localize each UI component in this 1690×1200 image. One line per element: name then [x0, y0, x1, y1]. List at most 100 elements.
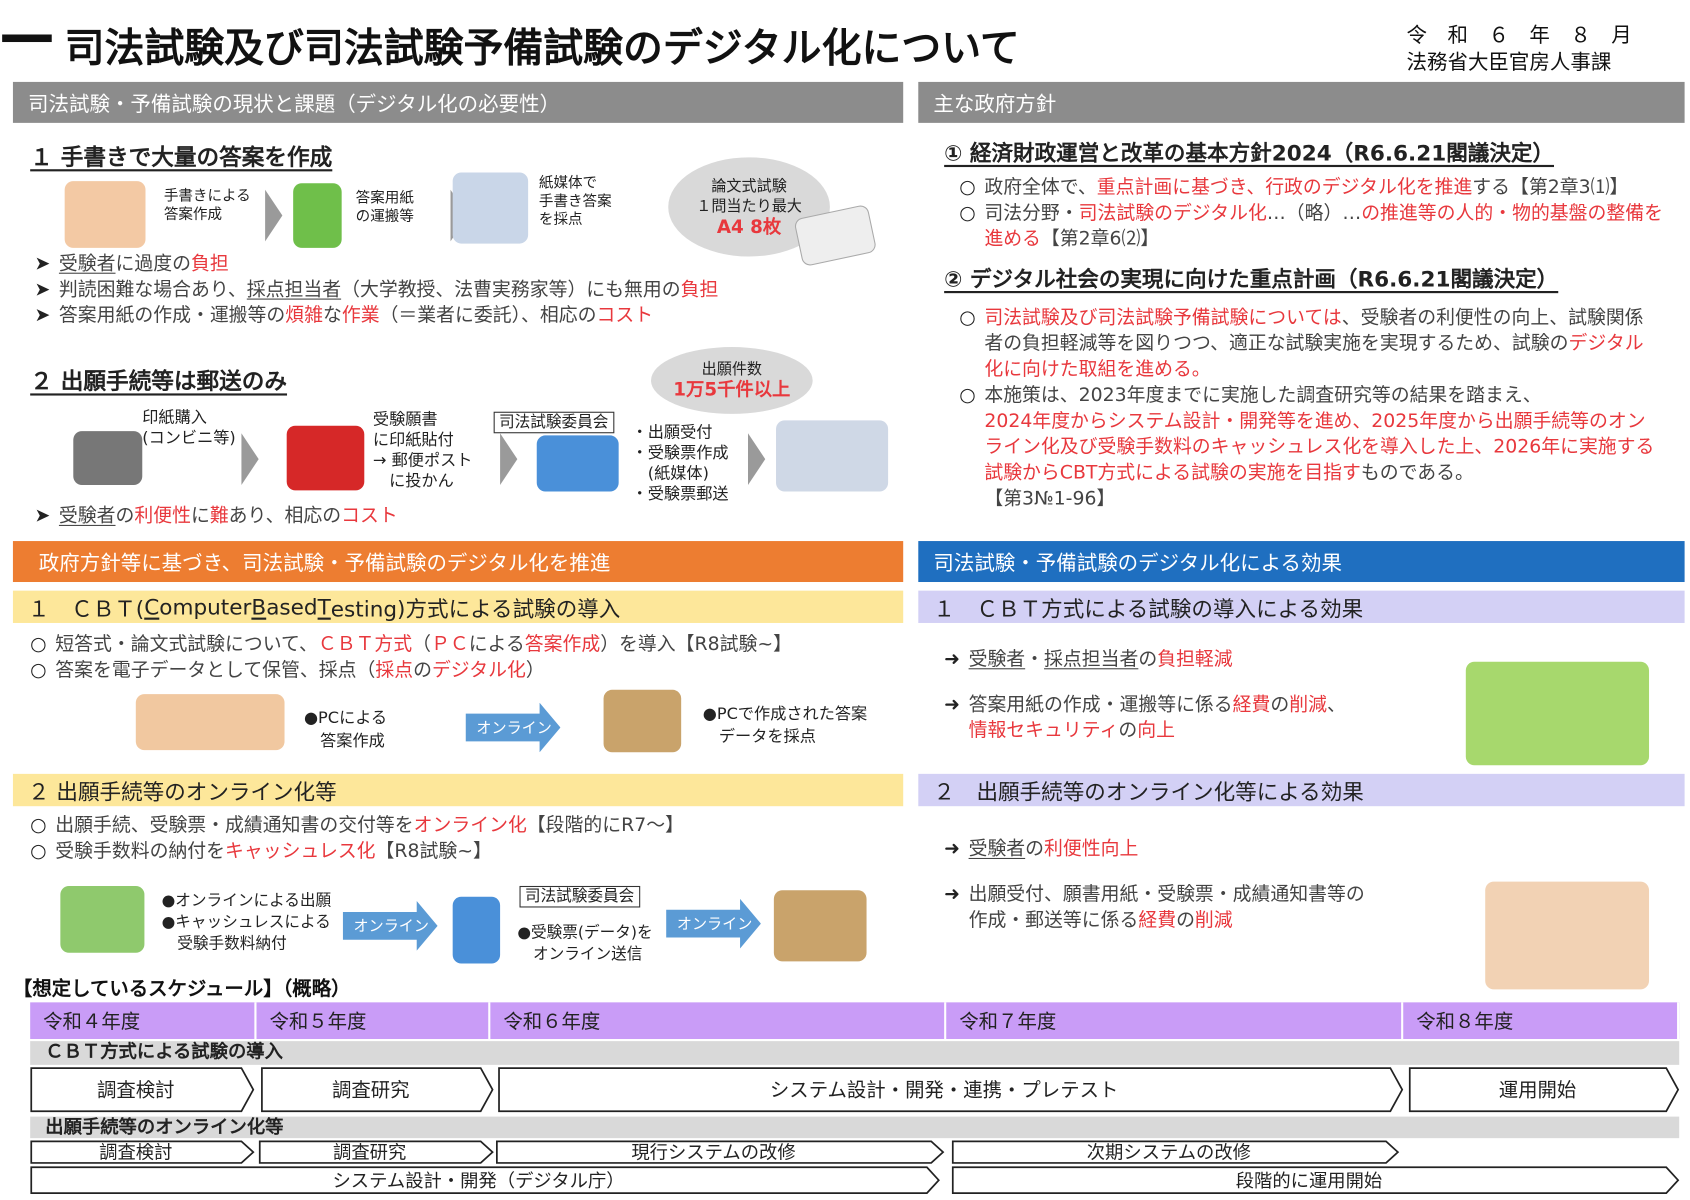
text-segment: 受験者 [58, 505, 116, 528]
arrow-shape [1408, 1067, 1680, 1113]
bullet-icon: ➜ [944, 648, 960, 671]
text-segment: 答案作成 [524, 633, 601, 656]
text-segment: 司法分野・ [984, 202, 1079, 225]
committee-label: 司法試験委員会 [519, 885, 640, 908]
bullet-icon: ○ [959, 176, 976, 199]
list-item: ○司法試験及び司法試験予備試験については、受験者の利便性の向上、試験関係者の負担… [959, 305, 1660, 383]
title-dash [2, 34, 52, 43]
policy1-title: ① 経済財政運営と改革の基本方針2024（R6.6.21閣議決定） [944, 140, 1555, 166]
online-application-text: ●オンラインによる出願 ●キャッシュレスによる 受験手数料納付 [161, 892, 332, 953]
schedule-phase-arrow: 調査研究 [261, 1067, 494, 1113]
bullet-icon: ➜ [944, 838, 960, 861]
bullet-icon: ○ [30, 840, 47, 863]
schedule-phase-arrow: 調査検討 [30, 1067, 255, 1113]
list-item: ➜答案用紙の作成・運搬等に係る経費の削減、 情報セキュリティの向上 [944, 692, 1461, 744]
text-segment: esting)方式による試験の導入 [330, 595, 621, 622]
list-item-text: 短答式・論文式試験について、ＣＢＴ方式（ＰＣによる答案作成）を導入【R8試験~】 [55, 632, 792, 658]
text-segment: コスト [596, 305, 654, 327]
list-item-text: 答案用紙の作成・運搬等の煩雑な作業（＝業者に委託）、相応のコスト [59, 303, 653, 329]
mailbox-illustration [286, 425, 365, 491]
list-item-text: 政府全体で、重点計画に基づき、行政のデジタル化を推進する【第2章3⑴】 [984, 175, 1628, 201]
list-item: ➤答案用紙の作成・運搬等の煩雑な作業（＝業者に委託）、相応のコスト [34, 303, 896, 329]
bullet-icon: ➜ [944, 694, 960, 716]
text-segment: …（略）… [1266, 202, 1362, 225]
phase-label: システム設計・開発・連携・プレテスト [770, 1079, 1118, 1102]
text-segment: 政府全体で、 [984, 176, 1097, 199]
text-segment: 判読困難な場合あり、 [58, 279, 247, 301]
date: 令 和 ６ 年 ８ 月 [1406, 23, 1632, 48]
list-item: ➜出願受付、願書用紙・受験票・成績通知書等の 作成・郵送等に係る経費の削減 [944, 882, 1461, 934]
committee-tasks: ・出願受付 ・受験票作成 (紙媒体) ・受験票郵送 [631, 422, 729, 504]
year-column-header: 令和８年度 [1403, 1002, 1680, 1039]
courier-illustration [293, 183, 342, 248]
text-segment: T [317, 593, 331, 620]
bullet-icon: ○ [959, 307, 976, 329]
bullet-icon: ➤ [34, 279, 51, 301]
bullet-icon: ○ [30, 633, 47, 656]
text-segment: する【第2章3⑴】 [1472, 176, 1629, 199]
flow-step-stamp-purchase: 印紙購入 (コンビニ等) [142, 407, 236, 448]
list-item: ➜受験者・採点担当者の負担軽減 [944, 647, 1461, 673]
list-item: ○出願手続、受験票・成績通知書の交付等をオンライン化【段階的にR7～】 [30, 813, 903, 839]
flow-step-mailing: 受験願書 に印紙貼付 → 郵便ポスト に投かん [372, 409, 473, 491]
phase-label: 段階的に運用開始 [1236, 1171, 1383, 1192]
online-arrow[interactable]: オンライン [342, 901, 438, 951]
house-illustration [776, 420, 889, 492]
text-segment: 出願受付、願書用紙・受験票・成績通知書等の 作成・郵送等に係る [968, 883, 1365, 932]
text-segment: （大学教授、法曹実務家等）にも無用の [341, 279, 681, 301]
text-segment: ＣＢＴ方式 [317, 633, 413, 656]
arrow-shape [498, 1067, 1404, 1113]
list-item-text: 受験者に過度の負担 [59, 251, 229, 277]
bubble-highlight: 1万5千件以上 [673, 379, 791, 401]
online-applicant-illustration [60, 885, 145, 953]
online-arrow[interactable]: オンライン [465, 702, 561, 753]
text-segment: 採点担当者 [246, 279, 342, 301]
text-segment: 難 [209, 505, 229, 528]
page-title: 司法試験及び司法試験予備試験のデジタル化について [64, 24, 1020, 72]
year-column-header: 令和７年度 [946, 1002, 1404, 1039]
current-issues-header: 司法試験・予備試験の現状と課題（デジタル化の必要性） [12, 81, 904, 123]
committee-label: 司法試験委員会 [493, 411, 614, 434]
online-arrow[interactable]: オンライン [666, 898, 761, 949]
schedule-phase-arrow: 段階的に運用開始 [951, 1166, 1680, 1194]
phase-label: 現行システムの改修 [631, 1143, 795, 1164]
people-with-laptops-illustration [1485, 881, 1650, 990]
bullet-icon: ➜ [944, 883, 960, 906]
schedule-phase-arrow: システム設計・開発・連携・プレテスト [498, 1067, 1404, 1113]
list-item: ○ 短答式・論文式試験について、ＣＢＴ方式（ＰＣによる答案作成）を導入【R8試験~… [30, 632, 903, 658]
schedule-phase-arrow: 調査研究 [258, 1140, 494, 1164]
cbt-schedule-group: ＣＢＴ方式による試験の導入 [30, 1041, 1680, 1065]
text-segment: （ [412, 633, 432, 656]
digitalization-header: 政府方針等に基づき、司法試験・予備試験のデジタル化を推進 [12, 541, 904, 583]
list-item-text: 受験者の利便性に難あり、相応のコスト [59, 503, 398, 529]
office-building-illustration [452, 896, 501, 964]
text-segment: の [115, 505, 135, 528]
policy1-items: ○ 政府全体で、重点計画に基づき、行政のデジタル化を推進する【第2章3⑴】○ 司法分… [959, 175, 1670, 253]
list-item: ○ 政府全体で、重点計画に基づき、行政のデジタル化を推進する【第2章3⑴】 [959, 175, 1670, 201]
bubble-line: １問当たり最大 [696, 197, 802, 216]
bubble-line: 論文式試験 [711, 177, 787, 195]
text-segment: 負担軽減 [1157, 648, 1233, 671]
list-item: ➤受験者に過度の負担 [34, 251, 896, 277]
chevron-icon [241, 433, 259, 486]
pc-answer-text: ●PCによる 答案作成 [303, 708, 388, 751]
cbt-effects: ➜受験者・採点担当者の負担軽減 ➜答案用紙の作成・運搬等に係る経費の削減、 情報セ… [944, 647, 1461, 763]
pc-grading-text: ●PCで作成された答案 データを採点 [702, 703, 868, 746]
online-items: ○出願手続、受験票・成績通知書の交付等をオンライン化【段階的にR7～】○ 受験手数… [30, 813, 903, 865]
text-segment: ）を導入【R8試験~】 [600, 633, 793, 656]
phase-label: 調査検討 [99, 1143, 172, 1164]
online-effects-subheader: ２ 出願手続等のオンライン化等による効果 [918, 773, 1685, 807]
flow-step-grading: 紙媒体で 手書き答案 を採点 [538, 174, 612, 229]
text-segment: 負担 [190, 253, 229, 275]
bullet-icon: ○ [959, 384, 976, 407]
text-segment: 受験者 [58, 253, 116, 275]
text-segment: に [190, 505, 210, 528]
list-item-text: 受験手数料の納付をキャッシュレス化【R8試験~】 [55, 839, 492, 865]
text-segment: 向上 [1137, 719, 1175, 742]
arrow-shape [258, 1140, 494, 1164]
text-segment: 経費 [1232, 694, 1271, 716]
schedule-title: 【想定しているスケジュール】（概略） [12, 977, 351, 1001]
text-segment: （＝業者に委託）、相応の [379, 305, 597, 327]
text-segment: 利便性向上 [1044, 838, 1139, 861]
text-segment: 作業 [341, 305, 380, 327]
